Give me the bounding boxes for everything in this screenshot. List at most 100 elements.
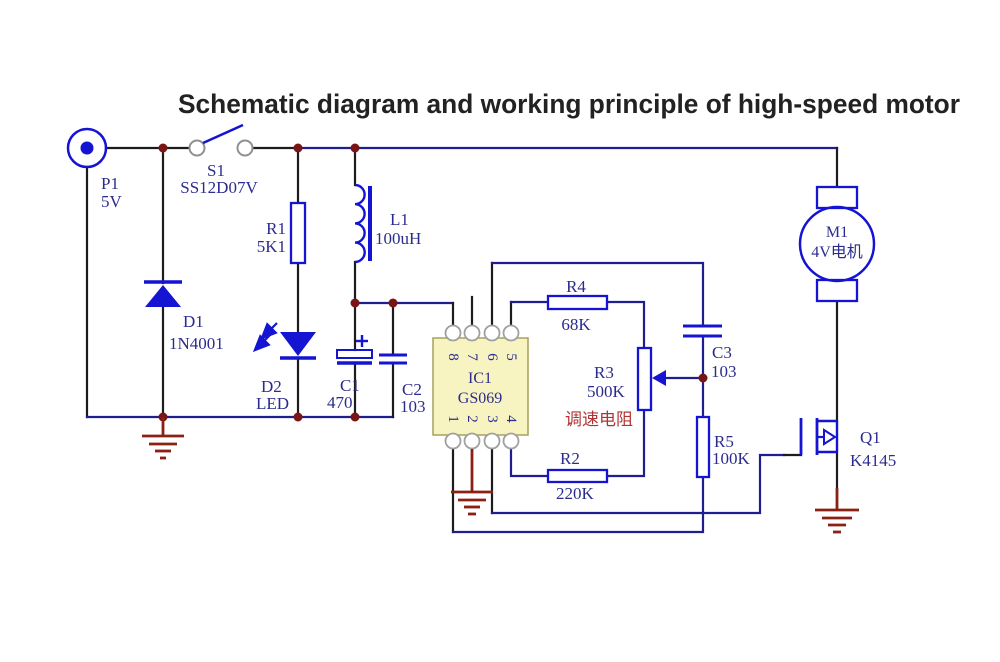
ground-symbol-ic — [451, 449, 493, 516]
r1-value-label: 5K1 — [257, 237, 286, 256]
r3-value-label: 500K — [587, 382, 626, 401]
r3-annotation-label: 调速电阻 — [565, 410, 633, 429]
d1-ref-label: D1 — [183, 312, 204, 331]
junction-dot — [350, 412, 360, 422]
r4-body — [546, 294, 609, 311]
p1-center-pin — [80, 141, 94, 155]
m1-body — [798, 205, 876, 283]
wire-pin6-to-c3 — [490, 261, 705, 326]
q1-ref-label: Q1 — [860, 428, 881, 447]
p1-power-jack: P1 5V — [66, 127, 123, 211]
ic1-pin5-pad — [502, 324, 520, 342]
s1-pole-contact — [188, 139, 206, 157]
d1-triangle — [145, 285, 181, 307]
s1-ref-label: S1 — [207, 161, 225, 180]
wire-r3-to-r2 — [605, 408, 646, 478]
junction-dots — [158, 143, 708, 422]
p1-connector-icon — [66, 127, 108, 169]
m1-value-label: 4V电机 — [811, 243, 863, 261]
ic1-pin-number: 4 — [503, 415, 519, 423]
d2-emission-arrow — [259, 322, 278, 341]
junction-dot — [350, 143, 360, 153]
wires — [85, 146, 839, 534]
r4-ref-label: R4 — [566, 277, 586, 296]
ic1-pin1-pad — [444, 432, 462, 450]
r5-body — [695, 415, 711, 479]
d1-diode: D1 1N4001 — [144, 280, 224, 353]
d2-ref-label: D2 — [261, 377, 282, 396]
c3-value-label: 103 — [711, 362, 737, 381]
ic1-pin2-pad — [463, 432, 481, 450]
ic1-body — [432, 337, 529, 436]
junction-dot — [158, 143, 168, 153]
ground-symbol-left — [142, 417, 184, 460]
junction-dot — [698, 373, 708, 383]
l1-value-label: 100uH — [375, 229, 421, 248]
r5-ref-label: R5 — [714, 432, 734, 451]
r3-body — [636, 346, 653, 412]
s1-value-label: SS12D07V — [180, 178, 258, 197]
junction-dot — [293, 143, 303, 153]
r4-resistor: R4 68K — [546, 277, 609, 334]
r2-body — [546, 468, 609, 484]
ic1-pin7-pad — [463, 324, 481, 342]
ic1-pin-number: 6 — [484, 353, 500, 361]
junction-dot — [350, 298, 360, 308]
ic1-pin-number: 3 — [484, 415, 500, 423]
m1-ref-label: M1 — [826, 224, 848, 241]
q1-mosfet: Q1 K4145 — [799, 418, 896, 470]
r5-resistor: R5 100K — [695, 415, 751, 479]
ground-symbol-q1 — [815, 488, 859, 534]
c3-ref-label: C3 — [712, 343, 732, 362]
m1-top-terminal — [815, 185, 859, 210]
r1-body — [289, 201, 307, 265]
r3-wiper-arrow — [652, 370, 666, 386]
c2-value-label: 103 — [400, 397, 426, 416]
ic1-value-label: GS069 — [458, 390, 502, 407]
q1-body-arrow — [823, 428, 837, 446]
ic1-chip: 8 7 6 5 1 2 3 4 IC1 GS069 — [432, 324, 529, 450]
r2-value-label: 220K — [556, 484, 595, 503]
m1-motor: M1 4V电机 — [798, 185, 876, 303]
r4-value-label: 68K — [561, 315, 591, 334]
l1-coil — [354, 183, 366, 264]
schematic-title: Schematic diagram and working principle … — [178, 89, 960, 119]
ic1-pin-number: 7 — [464, 353, 480, 361]
q1-value-label: K4145 — [850, 451, 896, 470]
wire-r4-to-r3 — [605, 300, 646, 350]
p1-ref-label: P1 — [101, 174, 119, 193]
ic1-pin-number: 2 — [464, 415, 480, 423]
c1-value-label: 470 — [327, 393, 353, 412]
wire-r2-to-pin4 — [509, 447, 550, 478]
ic1-pin8-pad — [444, 324, 462, 342]
ic1-pin-number: 8 — [445, 353, 461, 361]
ic1-pin6-pad — [483, 324, 501, 342]
r3-potentiometer: R3 500K 调速电阻 — [565, 346, 666, 429]
s1-switch: S1 SS12D07V — [180, 123, 258, 197]
c3-capacitor: C3 103 — [683, 324, 737, 381]
ic1-pin3-pad — [483, 432, 501, 450]
wire-pin3-to-gate — [490, 453, 786, 515]
d2-emission-arrow — [252, 334, 271, 353]
l1-inductor: L1 100uH — [354, 183, 421, 264]
ic1-pin-number: 5 — [503, 353, 519, 361]
r3-ref-label: R3 — [594, 363, 614, 382]
s1-throw-contact — [236, 139, 254, 157]
junction-dot — [293, 412, 303, 422]
m1-bottom-terminal — [815, 278, 859, 303]
c2-ref-label: C2 — [402, 380, 422, 399]
r1-resistor: R1 5K1 — [257, 201, 307, 265]
r1-ref-label: R1 — [266, 219, 286, 238]
ic1-pin-number: 1 — [445, 415, 461, 423]
p1-value-label: 5V — [101, 192, 123, 211]
s1-blade — [202, 123, 244, 145]
c2-capacitor: C2 103 — [379, 353, 426, 416]
d1-value-label: 1N4001 — [169, 334, 224, 353]
d2-led: D2 LED — [252, 322, 316, 413]
r2-resistor: R2 220K — [546, 449, 609, 503]
c1-top-plate — [336, 349, 373, 359]
r5-value-label: 100K — [712, 449, 751, 468]
d2-triangle — [280, 332, 316, 356]
